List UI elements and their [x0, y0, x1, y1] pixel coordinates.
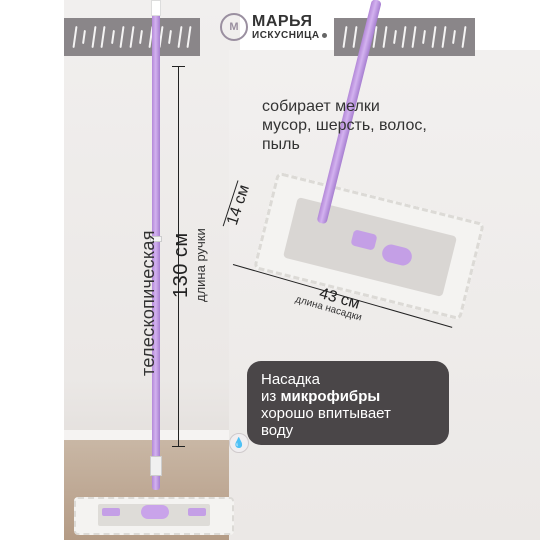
telescopic-joint	[150, 236, 162, 242]
card-line-3: хорошо впитывает	[261, 405, 391, 422]
card-line-4: воду	[261, 422, 294, 439]
dimension-cap-top	[172, 66, 185, 67]
brand-name-line1: МАРЬЯ	[252, 12, 313, 30]
brand-name-line2: ИСКУСНИЦА	[252, 30, 327, 41]
mop-handle	[152, 0, 160, 490]
card-line-2: из микрофибры	[261, 388, 381, 405]
handle-length-dimension-line	[178, 66, 179, 446]
header-banner-left	[64, 18, 200, 56]
mop-tab-left	[102, 508, 120, 516]
handle-cap	[151, 0, 161, 16]
mop-tab-right	[188, 508, 206, 516]
dimension-cap-bottom	[172, 446, 185, 447]
brand-mark-icon: М	[220, 13, 248, 41]
header-banner-right	[334, 18, 475, 56]
collect-description: собирает мелки мусор, шерсть, волос, пыл…	[262, 98, 427, 153]
microfiber-info-card: Насадка из микрофибры хорошо впитывает в…	[247, 361, 449, 445]
brand-logo: М МАРЬЯ ИСКУСНИЦА	[220, 13, 327, 41]
telescopic-label: телескопическая	[138, 230, 158, 376]
handle-lower-joint	[150, 456, 162, 476]
card-line-1: Насадка	[261, 371, 321, 388]
handle-length-label: длина ручки	[193, 228, 208, 302]
water-drops-icon: 💧	[229, 433, 249, 453]
handle-length-value: 130 см	[170, 232, 192, 298]
mop-hinge	[141, 505, 169, 519]
